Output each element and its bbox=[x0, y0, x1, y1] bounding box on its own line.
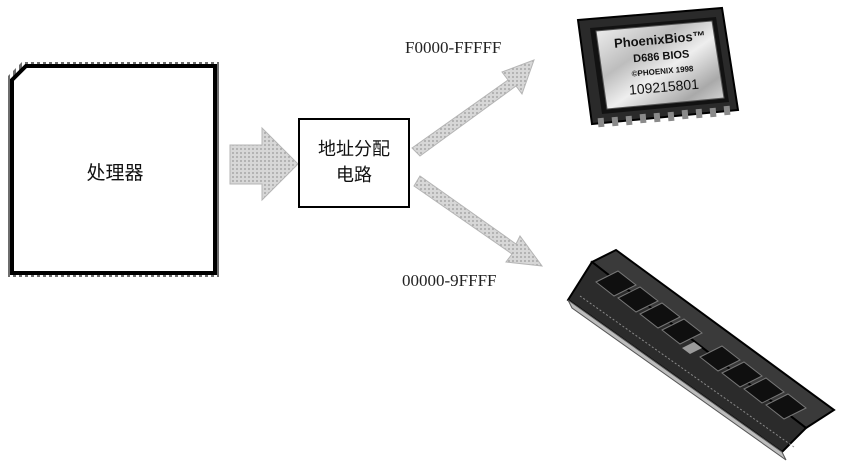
upper-address-range: F0000-FFFFF bbox=[405, 38, 502, 57]
arrow-to-decoder bbox=[229, 126, 299, 202]
arrow-to-ram bbox=[413, 175, 544, 267]
bios-chip-icon: PhoenixBios™ D686 BIOS ©PHOENIX 1998 109… bbox=[576, 6, 740, 128]
decoder-label-line-2: 电路 bbox=[336, 165, 372, 186]
decoder-label-line-1: 地址分配 bbox=[318, 139, 390, 160]
bios-line-2: D686 BIOS bbox=[633, 48, 690, 65]
ram-module-icon bbox=[566, 248, 836, 461]
processor-label: 处理器 bbox=[86, 162, 144, 184]
processor-chip bbox=[8, 62, 219, 277]
lower-address-range: 00000-9FFFF bbox=[402, 271, 497, 290]
bios-line-4: 109215801 bbox=[628, 76, 699, 98]
address-decoder-box: 地址分配 电路 bbox=[298, 118, 410, 208]
arrow-to-bios bbox=[411, 59, 535, 157]
